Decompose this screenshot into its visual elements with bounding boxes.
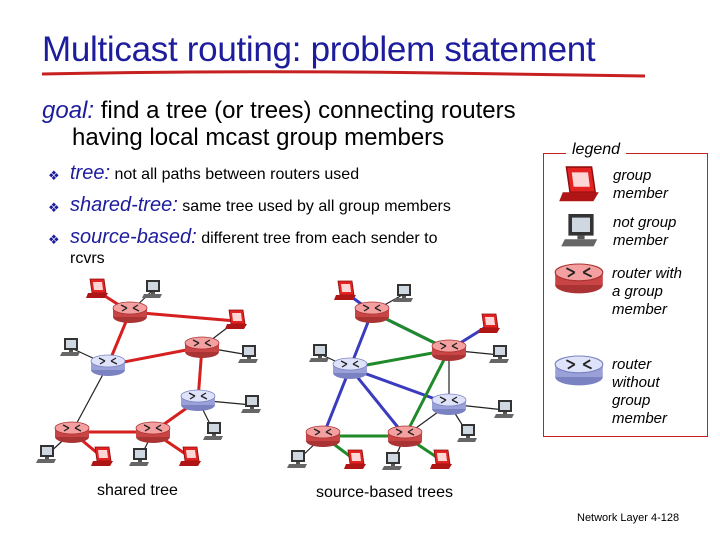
group-member-host-icon [333,280,357,301]
non-member-host-icon [142,280,162,298]
legend-router-with-member-label: router with a group member [612,265,683,318]
router-with-member-icon [431,339,467,362]
bullet-continuation: rcvrs [70,250,105,267]
caption-shared-tree: shared tree [97,482,178,499]
non-member-host-icon [36,445,56,463]
footer: Network Layer 4-128 [577,512,679,524]
bullet-marker-icon: ❖ [48,168,60,183]
router-without-member-icon [332,357,368,380]
title-underline [41,70,646,78]
shared-tree-network [36,278,261,467]
router-with-member-icon [54,421,90,444]
router-with-member-icon [135,421,171,444]
legend-router-without-member-label: router without group member [612,356,668,427]
group-member-host-icon [178,446,202,467]
router-with-member-icon [112,301,148,324]
non-member-host-icon [129,448,149,466]
bullet-text: different tree from each sender to [201,230,438,247]
router-without-member-icon [90,354,126,377]
bullet-keyword: shared-tree: [70,194,178,216]
bullet-keyword: tree: [70,162,111,184]
goal-statement: goal: find a tree (or trees) connecting … [42,97,516,151]
non-member-host-icon [457,424,477,442]
goal-line-1: find a tree (or trees) connecting router… [100,97,516,124]
non-member-host-icon [203,422,223,440]
non-member-host-icon [382,452,402,470]
bullet-keyword: source-based: [70,226,197,248]
router-without-member-icon [180,389,216,412]
source-based-network [287,280,514,470]
goal-keyword: goal: [42,97,95,124]
router-with-member-icon [305,425,341,448]
non-member-host-icon [309,344,329,362]
group-member-host-icon [85,278,109,299]
group-member-host-icon [477,313,501,334]
non-member-host-icon [393,284,413,302]
bullet-marker-icon: ❖ [48,232,60,247]
page-number: 4-128 [650,512,680,524]
router-with-member-icon [184,336,220,359]
caption-source-based: source-based trees [316,484,453,501]
legend-title: legend [566,141,627,159]
router-with-member-icon [387,425,423,448]
bullet-text: same tree used by all group members [182,198,451,215]
legend-group-member-label: group member [613,167,669,202]
group-member-host-icon [429,449,453,470]
non-member-host-icon [60,338,80,356]
legend-not-group-member-label: not group member [613,214,677,249]
bullet-text: not all paths between routers used [114,166,360,183]
bullet-marker-icon: ❖ [48,200,60,215]
router-with-member-icon [354,301,390,324]
non-member-host-icon [287,450,307,468]
footer-text: Network Layer [577,512,648,524]
goal-line-2: having local mcast group members [72,124,445,151]
page-title: Multicast routing: problem statement [42,30,596,69]
router-without-member-icon [431,393,467,416]
